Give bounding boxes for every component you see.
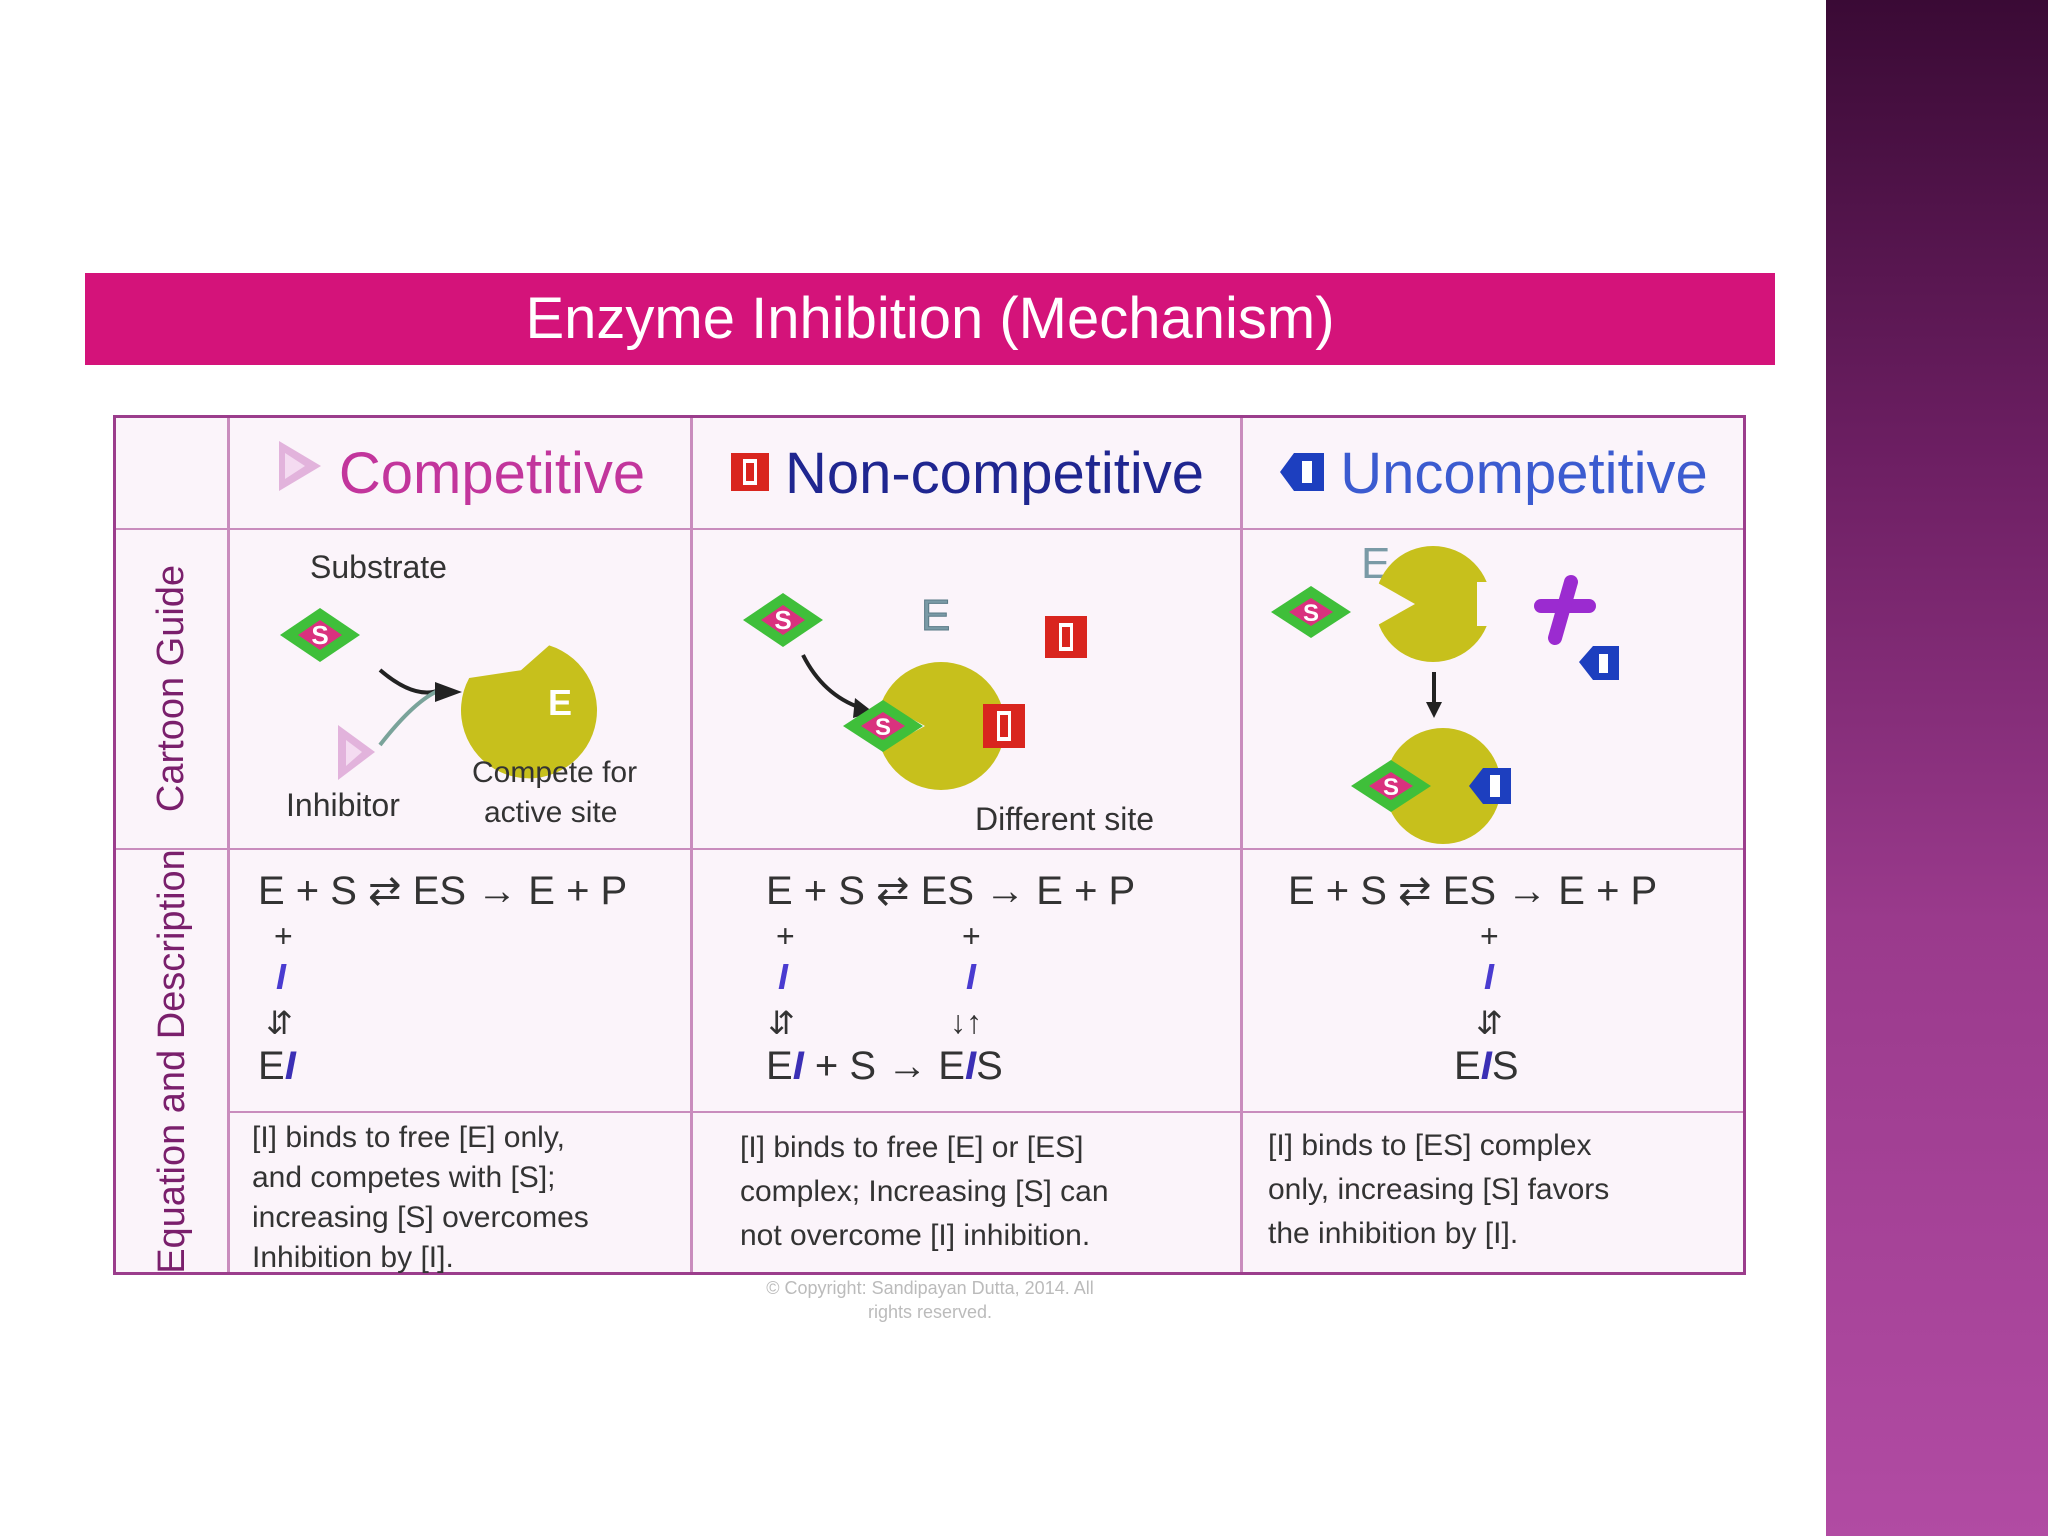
bound-inhibitor-icon <box>1469 768 1511 804</box>
plus-sign: + <box>274 918 293 954</box>
column-label: Competitive <box>338 440 646 506</box>
svg-text:S: S <box>1383 774 1399 801</box>
plus-sign: + <box>962 918 981 954</box>
equilibrium-arrows: ↓↑ <box>950 1004 982 1040</box>
substrate-arrow <box>801 654 862 710</box>
competitive-inhibitor-icon <box>338 725 375 780</box>
divider-line <box>116 848 1743 850</box>
uncompetitive-inhibitor-icon <box>1278 440 1326 507</box>
substrate-icon: S <box>1271 586 1351 638</box>
equilibrium-arrows: ⇵ <box>768 1005 795 1041</box>
bound-substrate-icon: S <box>1351 760 1431 812</box>
column-header-uncompetitive: Uncompetitive <box>1243 418 1743 528</box>
plus-sign: + <box>1480 918 1499 954</box>
side-decoration-bar <box>1826 0 2048 1536</box>
uncompetitive-cartoon: S E S <box>1271 539 1619 844</box>
copyright-notice: © Copyright: Sandipayan Dutta, 2014. All… <box>766 1278 1094 1322</box>
title-band: Enzyme Inhibition (Mechanism) <box>85 273 1775 365</box>
row-label-cartoon: Cartoon Guide <box>150 564 193 812</box>
inhibitor-symbol: I <box>276 956 287 997</box>
row-label-equation: Equation and Description <box>150 849 193 1274</box>
inhibitor-label: Inhibitor <box>286 787 400 823</box>
arrow-head <box>435 682 462 702</box>
svg-text:E: E <box>548 682 572 723</box>
noncompetitive-description: [I] binds to free [E] or [ES] complex; I… <box>740 1131 1109 1252</box>
compete-label-2: active site <box>484 796 617 829</box>
column-header-competitive: Competitive <box>230 418 690 528</box>
noncompetitive-cartoon: S E S Different site <box>743 591 1154 837</box>
competitive-equation: E + S ⇄ ES → E + P <box>258 869 628 913</box>
divider-line <box>116 528 1743 530</box>
competitive-description: [I] binds to free [E] only, and competes… <box>252 1121 589 1274</box>
svg-text:S: S <box>774 605 791 635</box>
enzyme-letter-label: E <box>921 591 950 640</box>
free-inhibitor-icon <box>1045 616 1087 658</box>
uncompetitive-equation: E + S ⇄ ES → E + P <box>1288 869 1658 913</box>
inhibition-table: Competitive Non-competitive Uncompetitiv… <box>113 415 1746 1275</box>
competitive-inhibitor-icon <box>275 437 325 509</box>
svg-text:S: S <box>1303 600 1319 627</box>
substrate-icon: S <box>743 593 823 647</box>
noncompetitive-product: EI + S → EIS <box>766 1044 1003 1088</box>
competitive-product: EI <box>258 1044 296 1088</box>
svg-text:S: S <box>875 714 891 741</box>
noncompetitive-equation: E + S ⇄ ES → E + P <box>766 869 1136 913</box>
arrow-head <box>1426 702 1442 718</box>
substrate-label: Substrate <box>310 549 447 585</box>
bound-substrate-icon: S <box>843 700 923 752</box>
column-header-noncompetitive: Non-competitive <box>693 418 1240 528</box>
equilibrium-arrows: ⇵ <box>266 1005 293 1041</box>
inhibitor-arrow <box>378 688 441 747</box>
enzyme-icon: E <box>460 645 597 779</box>
svg-text:S: S <box>311 620 328 650</box>
enzyme-icon <box>1369 546 1495 662</box>
column-label: Uncompetitive <box>1340 440 1708 506</box>
substrate-arrow <box>378 668 441 695</box>
bound-inhibitor-icon <box>983 704 1025 748</box>
plus-sign: + <box>776 918 795 954</box>
slide-title: Enzyme Inhibition (Mechanism) <box>525 286 1335 351</box>
competitive-cartoon: Substrate S E Inhibitor Compete for acti… <box>280 549 637 829</box>
compete-label-1: Compete for <box>472 756 637 789</box>
site-label: Different site <box>975 801 1154 837</box>
cross-icon <box>1534 575 1596 645</box>
noncompetitive-inhibitor-icon <box>729 440 771 507</box>
column-label: Non-competitive <box>784 440 1205 506</box>
uncompetitive-product: EIS <box>1454 1044 1519 1088</box>
free-inhibitor-icon <box>1579 646 1619 680</box>
inhibitor-symbol: I <box>966 956 977 997</box>
divider-line <box>227 1111 1743 1113</box>
divider-line <box>690 418 693 1272</box>
uncompetitive-description: [I] binds to [ES] complex only, increasi… <box>1268 1129 1610 1250</box>
divider-line <box>1240 418 1243 1272</box>
inhibitor-symbol: I <box>1484 956 1495 997</box>
equilibrium-arrows: ⇵ <box>1476 1005 1503 1041</box>
inhibitor-symbol: I <box>778 956 789 997</box>
divider-line <box>227 418 230 1272</box>
substrate-icon: S <box>280 608 360 662</box>
